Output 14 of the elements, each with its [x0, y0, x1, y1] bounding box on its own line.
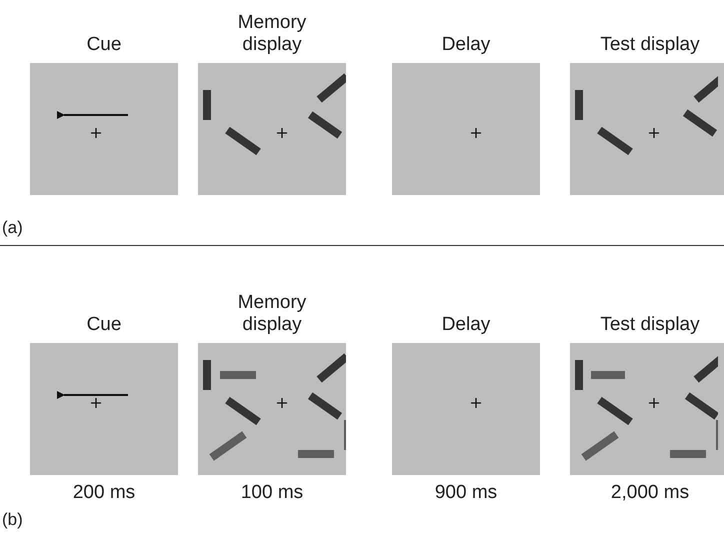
panel-heading: Delay: [440, 314, 492, 336]
duration-label: 200 ms: [72, 482, 136, 504]
duration-label: 2,000 ms: [610, 482, 690, 504]
duration-label: 100 ms: [240, 482, 304, 504]
panel-letter: (a): [2, 218, 23, 238]
panel-heading: Cue: [86, 314, 122, 336]
panel-heading: Cue: [86, 34, 122, 56]
panel-heading: Delay: [440, 34, 492, 56]
panel-heading: Test display: [599, 314, 701, 336]
panel-heading: Memory display: [236, 12, 308, 56]
duration-label: 900 ms: [434, 482, 498, 504]
panel-letter: (b): [2, 510, 23, 530]
panel-heading: Test display: [599, 34, 701, 56]
panel-heading: Memory display: [236, 292, 308, 336]
